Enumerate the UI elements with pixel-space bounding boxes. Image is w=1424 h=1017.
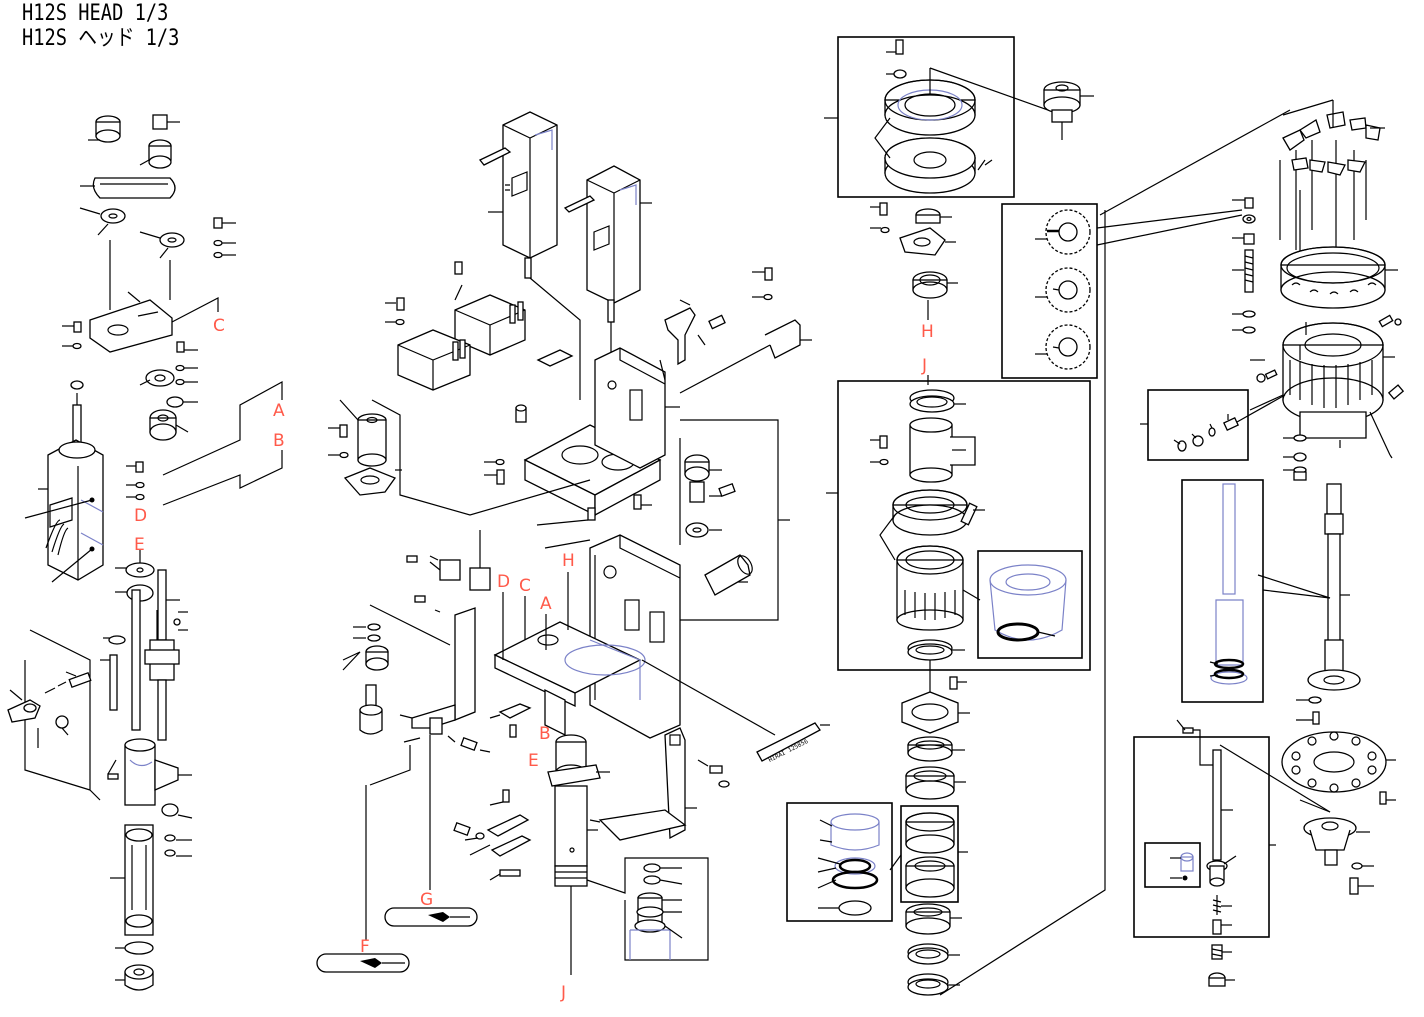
bearing-rings-stack	[906, 737, 966, 799]
nozzle-shaft-parts	[1177, 720, 1236, 934]
seal-detail-inset	[630, 864, 682, 960]
bearing-upper	[150, 397, 198, 440]
retainer-ring-left	[115, 942, 153, 990]
nozzle-holder	[1300, 800, 1374, 894]
callout-label-j-right: J	[921, 356, 927, 376]
leader-long-right	[940, 210, 1105, 995]
bearing-housing	[870, 390, 985, 630]
collar-left	[80, 208, 125, 235]
fitting-parts	[1174, 395, 1285, 451]
washer-stack-mid	[343, 624, 388, 734]
callout-label-a: A	[273, 401, 285, 421]
leader-f-top	[370, 745, 410, 785]
timing-belt	[80, 178, 175, 198]
inset-detail	[978, 551, 1082, 658]
callout-label-h-right: H	[921, 322, 934, 342]
bearing-plate-screws	[140, 342, 198, 386]
gear-3	[1035, 325, 1090, 369]
leader-nozzle-top	[1100, 110, 1290, 215]
callout-label-g: G	[420, 890, 433, 910]
leader-shaft-inset	[1258, 575, 1330, 598]
connector-bracket	[407, 530, 490, 612]
nozzle-detail-inset	[1145, 843, 1200, 887]
sensor-unit-right	[565, 166, 652, 322]
screw-pair-left	[62, 322, 81, 349]
leader-sensor-l	[530, 278, 580, 400]
callout-label-d-mid: D	[497, 572, 510, 592]
bushing-detail-inset	[787, 803, 892, 921]
sensor-block-lower	[454, 790, 530, 880]
sensor-bracket	[660, 300, 725, 380]
bushing-detail-parts	[818, 814, 879, 915]
screws-right-stack	[214, 218, 236, 258]
bearing-lower-left	[162, 804, 192, 856]
motor-bracket	[90, 240, 172, 352]
spacer-stack	[1283, 435, 1306, 480]
gear-1	[1035, 210, 1090, 254]
knob	[1044, 82, 1094, 122]
limit-switch	[490, 704, 530, 737]
tool-g-gauge	[385, 908, 477, 926]
callout-label-d: D	[134, 506, 147, 526]
flange-parts	[870, 203, 958, 320]
l-bracket-right	[590, 728, 729, 840]
bracket-right-top	[680, 268, 812, 393]
nut-housing	[108, 739, 192, 805]
bushing-stack	[328, 400, 402, 495]
pulley-second	[140, 140, 171, 168]
collar-right	[140, 232, 184, 258]
nozzle-ring	[1281, 247, 1398, 308]
bushing-pair	[906, 813, 954, 897]
servo-motor	[25, 381, 103, 582]
center-right-assembly: H J	[787, 37, 1105, 995]
center-shaft	[1308, 484, 1360, 690]
air-cylinder	[705, 553, 755, 595]
callout-label-c-mid: C	[519, 576, 531, 596]
key-block	[153, 115, 180, 129]
l-bracket-left	[400, 608, 490, 752]
callout-label-j-mid: J	[560, 983, 566, 1003]
callout-label-e-mid: E	[528, 751, 539, 771]
cover-plate	[902, 672, 970, 733]
nozzle-shaft-inset-box	[1134, 737, 1269, 937]
seal-ring-lower	[908, 640, 965, 660]
guide-sleeve	[110, 825, 153, 935]
callout-label-h-mid: H	[562, 551, 575, 571]
cam-follower-parts	[680, 438, 735, 545]
pulley-top	[88, 116, 120, 142]
nozzle-set	[1280, 100, 1385, 260]
d-e-hardware	[115, 462, 154, 601]
callout-label-e: E	[134, 535, 145, 555]
callout-label-b: B	[273, 431, 285, 451]
leader-c-left	[172, 298, 218, 322]
lower-shaft-parts	[1296, 697, 1321, 724]
rotary-head	[1250, 315, 1403, 458]
callout-label-a-mid: A	[540, 594, 552, 614]
left-assembly: C A B	[8, 115, 285, 990]
head-block-upper	[525, 348, 680, 515]
sensor-unit-left	[480, 112, 557, 278]
leader-b-left	[163, 450, 282, 505]
bottom-spring-nut	[1209, 945, 1235, 986]
callout-label-c: C	[213, 316, 225, 336]
middle-assembly: D C A H	[317, 112, 830, 1003]
snap-rings-left	[100, 590, 140, 730]
gear-2	[1035, 268, 1090, 312]
callout-label-b-mid: B	[539, 724, 551, 744]
housing-detail-blue	[990, 565, 1066, 640]
ball-plunger-stack	[1232, 198, 1255, 333]
lever-arm	[8, 672, 91, 748]
valve-manifold	[516, 350, 572, 422]
shaft-detail-blue	[1210, 484, 1247, 684]
tool-f-gauge	[317, 954, 409, 972]
nozzle-detail-blue	[1170, 853, 1193, 881]
far-right-assembly	[1002, 100, 1403, 986]
index-plate	[875, 40, 1062, 193]
